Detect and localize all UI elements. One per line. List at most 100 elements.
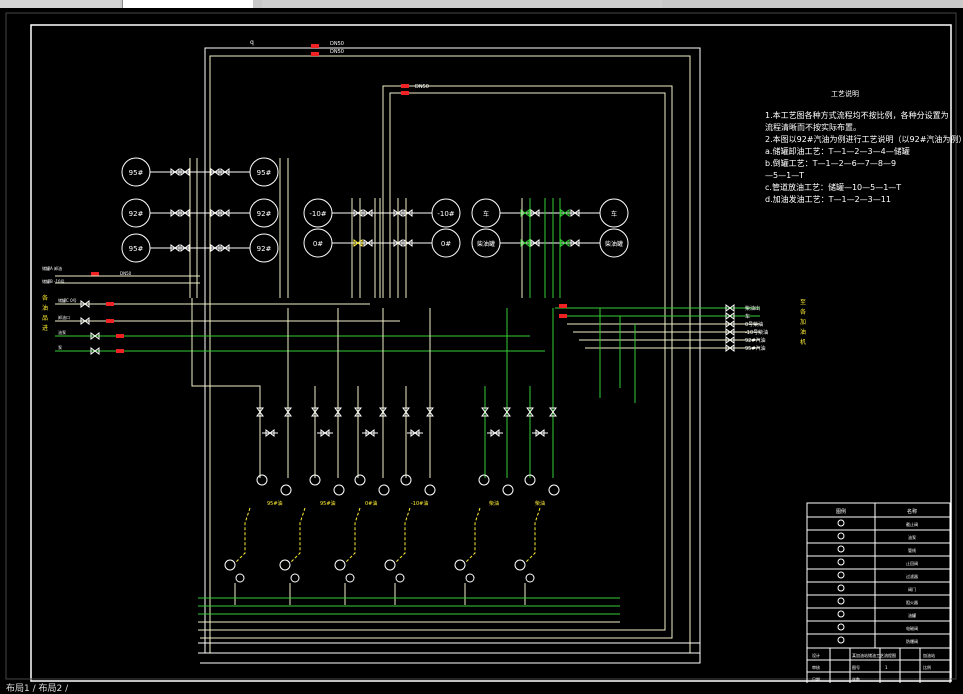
legend-symbol-icon bbox=[837, 558, 845, 566]
legend-item: 油罐 bbox=[908, 612, 916, 618]
tank-label: 95# bbox=[129, 245, 144, 253]
outlet-red-valve bbox=[559, 304, 567, 308]
outlet-valve-icon bbox=[725, 320, 735, 328]
dispenser-pipe bbox=[524, 507, 541, 564]
mid-tag-label: DN50 bbox=[415, 84, 429, 90]
layer-combo[interactable] bbox=[122, 0, 253, 8]
tank-valve-icon bbox=[393, 239, 403, 247]
top-red-valve bbox=[311, 44, 319, 48]
pump-valve-icon bbox=[311, 407, 319, 417]
tank-label: 车 bbox=[483, 210, 489, 218]
legend-symbol-icon bbox=[837, 532, 845, 540]
legend-item: 电磁阀 bbox=[906, 625, 918, 631]
tank-label: 92# bbox=[257, 245, 272, 253]
title-block-cell: 张数 bbox=[852, 676, 860, 682]
legend-symbol-icon bbox=[837, 623, 845, 631]
tank-valve-icon bbox=[180, 168, 190, 176]
toolbar-left[interactable] bbox=[0, 0, 120, 8]
top-tag-label: DN50 bbox=[330, 41, 344, 47]
bypass-valve-icon bbox=[535, 429, 545, 437]
tank-valve-icon bbox=[210, 244, 220, 252]
pump-icon bbox=[548, 484, 560, 496]
outlet-valve-icon bbox=[725, 328, 735, 336]
top-tag-label: DN50 bbox=[330, 49, 344, 55]
inlet-red-valve bbox=[106, 319, 114, 323]
pump-valve-icon bbox=[379, 407, 387, 417]
tank-label: 车 bbox=[611, 210, 617, 218]
tank-label: 92# bbox=[257, 210, 272, 218]
outlet-valve-icon bbox=[725, 312, 735, 320]
legend-symbol-icon bbox=[837, 636, 845, 644]
right-side-label: 各 bbox=[800, 308, 806, 316]
tank-label: 柴油罐 bbox=[605, 240, 623, 248]
tank-valve-icon bbox=[180, 209, 190, 217]
dispenser-filter-icon bbox=[525, 573, 535, 583]
legend-item: 截止阀 bbox=[906, 521, 918, 527]
pump-icon bbox=[378, 484, 390, 496]
tank-valve-icon bbox=[180, 244, 190, 252]
tank-label: 92# bbox=[129, 210, 144, 218]
notes-line: c.管道放油工艺：储罐—10—5—1—T bbox=[765, 182, 901, 192]
tank-valve-icon bbox=[220, 209, 230, 217]
notes-line: 流程清晰而不按实际布置。 bbox=[765, 122, 861, 132]
tank-valve-icon bbox=[403, 209, 413, 217]
tank-valve-icon bbox=[530, 209, 540, 217]
outlet-label: 0号柴油 bbox=[745, 321, 763, 328]
title-block-cell: 加油站 bbox=[923, 652, 935, 658]
pump-label: -10#油 bbox=[411, 500, 428, 507]
outlet-label: 92#汽油 bbox=[745, 337, 766, 344]
tank-valve-icon bbox=[220, 168, 230, 176]
main-loop-pipe bbox=[200, 47, 701, 664]
toolbar-icons[interactable] bbox=[262, 0, 662, 8]
bypass-valve-icon bbox=[265, 429, 275, 437]
notes-line: 1.本工艺图各种方式流程均不按比例，各种分设置为 bbox=[765, 110, 949, 120]
tank-valve-icon bbox=[520, 209, 530, 217]
left-side-label: 油 bbox=[42, 304, 48, 312]
bypass-valve-icon bbox=[365, 429, 375, 437]
outlet-label: 95#汽油 bbox=[745, 345, 766, 352]
dispenser-pipe bbox=[289, 507, 306, 564]
tank-valve-icon bbox=[530, 239, 540, 247]
tank-valve-icon bbox=[570, 239, 580, 247]
outlet-red-valve bbox=[559, 314, 567, 318]
tank-valve-icon bbox=[560, 209, 570, 217]
dispenser-pump-icon bbox=[279, 559, 291, 571]
tank-valve-icon bbox=[210, 209, 220, 217]
bypass-valve-icon bbox=[490, 429, 500, 437]
dispenser-pipe bbox=[464, 507, 481, 564]
left-line-label: 储罐C 0号 bbox=[58, 297, 77, 303]
pump-valve-icon bbox=[503, 407, 511, 417]
tank-valve-icon bbox=[520, 239, 530, 247]
tank-label: -10# bbox=[309, 210, 326, 218]
layout-tabs[interactable]: 布局1 / 布局2 / bbox=[0, 683, 963, 694]
left-line-tag: DN50 bbox=[120, 271, 132, 276]
pump-label: 0#油 bbox=[365, 500, 377, 507]
legend-symbol-icon bbox=[837, 571, 845, 579]
mid-red-valve bbox=[401, 91, 409, 95]
loop-pipe-b bbox=[200, 85, 673, 639]
dispenser-filter-icon bbox=[235, 573, 245, 583]
right-side-label: 加 bbox=[800, 318, 806, 326]
pump-label: 95#油 bbox=[320, 500, 336, 507]
pump-icon bbox=[333, 484, 345, 496]
bypass-valve-icon bbox=[320, 429, 330, 437]
left-line-label: 泵 bbox=[58, 345, 62, 350]
title-block-cell: 图号 bbox=[852, 664, 860, 670]
left-line-label: 储罐B -10号 bbox=[42, 278, 65, 284]
inlet-valve-icon bbox=[80, 300, 90, 308]
layout-tab-label[interactable]: 布局1 / 布局2 / bbox=[6, 684, 69, 694]
dispenser-pipe bbox=[344, 507, 361, 564]
pump-valve-icon bbox=[354, 407, 362, 417]
notes-line: —5—1—T bbox=[765, 171, 804, 180]
paper-edge bbox=[5, 12, 957, 680]
pump-label: 柴油 bbox=[535, 500, 545, 507]
left-side-label: 各 bbox=[42, 294, 48, 302]
tank-valve-icon bbox=[403, 239, 413, 247]
legend-symbol-icon bbox=[837, 597, 845, 605]
bypass-valve-icon bbox=[410, 429, 420, 437]
filter-icon bbox=[256, 474, 268, 486]
notes-line: a.储罐卸油工艺：T—1—2—3—4—储罐 bbox=[765, 146, 910, 156]
tank-valve-icon bbox=[170, 244, 180, 252]
tank-valve-icon bbox=[210, 168, 220, 176]
